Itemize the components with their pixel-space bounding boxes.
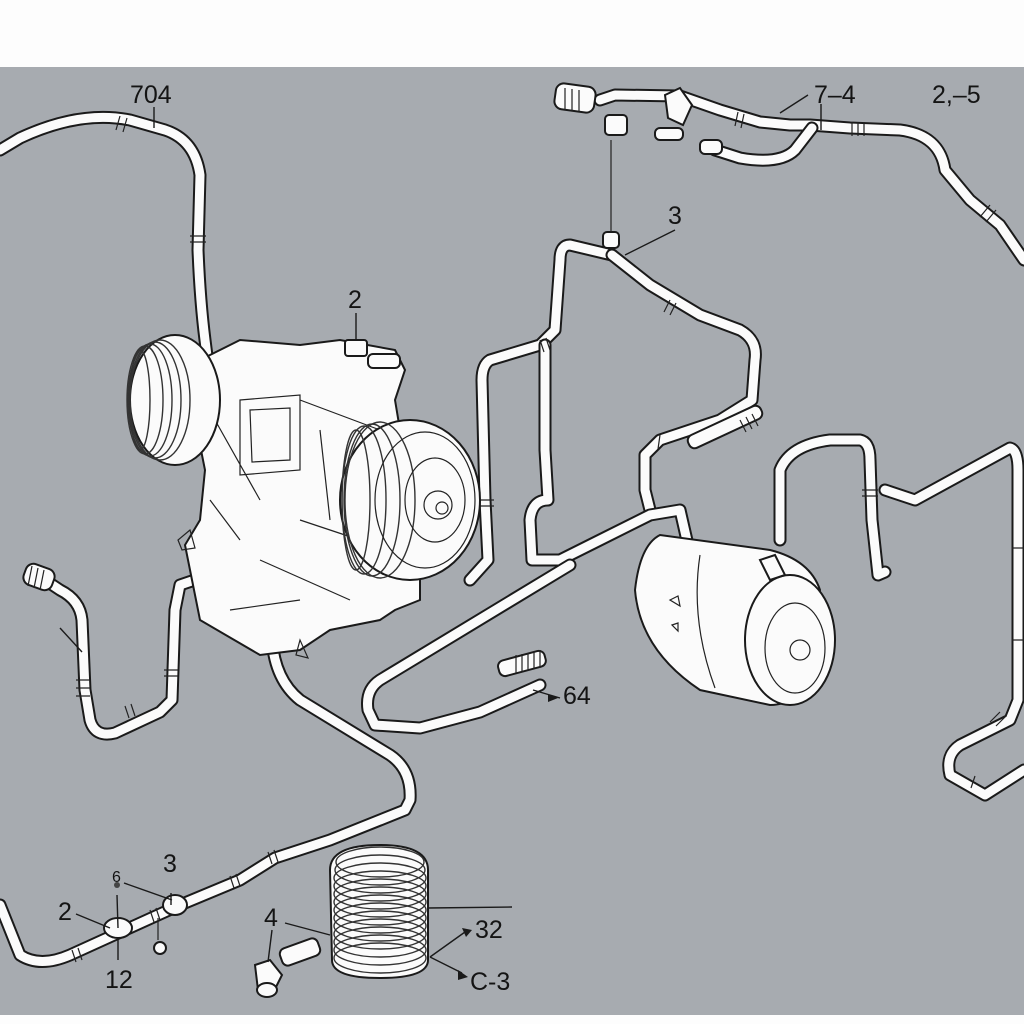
callout-coil-c3: C-3 [470, 968, 510, 996]
diagram-canvas [0, 67, 1024, 1015]
callout-bottom-3: 3 [163, 850, 177, 878]
hose-left-lower [35, 561, 237, 741]
rear-pulley [126, 334, 221, 466]
elbow-fitting [253, 937, 322, 998]
threaded-bolt [497, 649, 547, 678]
callout-bottom-6: 6 [112, 869, 121, 886]
receiver-drier [633, 533, 836, 707]
callout-704: 704 [130, 81, 172, 109]
hose-top-left [0, 110, 307, 422]
callout-compressor-valve-2: 2 [348, 286, 362, 314]
callout-bolt-64: 64 [563, 682, 591, 710]
hose-right-side [773, 433, 1024, 802]
hose-bottom-left [0, 553, 417, 968]
left-end-cap [22, 562, 56, 592]
coil-hose [328, 843, 429, 980]
callout-2-5: 2,–5 [932, 81, 981, 109]
callout-elbow-4: 4 [264, 904, 278, 932]
bottom-margin-band [0, 1015, 1024, 1024]
side-fitting [686, 404, 764, 450]
callout-bottom-12: 12 [105, 966, 133, 994]
hose-center [463, 238, 762, 587]
top-margin-band [0, 0, 1024, 67]
inlet-fitting-top [553, 82, 723, 155]
callout-7-4: 7–4 [814, 81, 856, 109]
pressure-switch [602, 140, 620, 249]
compressor [126, 334, 481, 659]
hose-lower-loop [361, 558, 577, 735]
compressor-valve [344, 339, 401, 369]
leader-lines [59, 94, 822, 980]
callout-sensor-3: 3 [668, 202, 682, 230]
hose-top-right [593, 88, 1024, 267]
front-pulley [339, 419, 481, 581]
callout-coil-32: 32 [475, 916, 503, 944]
callout-bottom-2: 2 [58, 898, 72, 926]
